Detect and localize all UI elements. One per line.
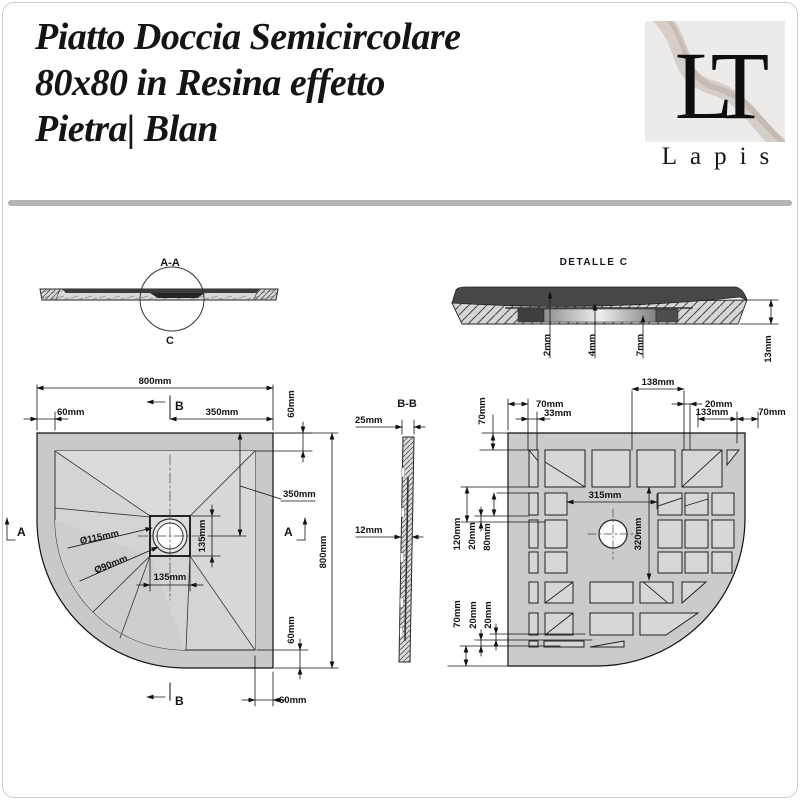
section-b-marker-top: B — [175, 399, 184, 413]
dim-133: 133mm — [696, 407, 729, 418]
dim-center-x: 350mm — [206, 407, 239, 418]
detail-drain-step — [655, 308, 679, 323]
dim-70-left: 70mm — [477, 397, 488, 424]
dim-rim-top-left: 60mm — [57, 407, 84, 418]
brand-name: Lapis — [661, 143, 783, 170]
rib-facet-lines — [528, 449, 723, 636]
floor-facet-top — [55, 451, 255, 516]
dim-center-y: 350mm — [283, 489, 316, 500]
dim-thickness-top: 25mm — [355, 415, 382, 426]
detail-c-circle — [139, 266, 205, 332]
aa-surface-band — [62, 289, 260, 293]
dim-drain-height: 135mm — [197, 520, 208, 553]
section-b-marker-bottom: B — [175, 694, 184, 708]
dim-70-top-left: 70mm — [536, 399, 563, 410]
ribbon-icon — [662, 11, 789, 148]
header-divider — [8, 200, 792, 206]
detail-drain-plate — [543, 308, 657, 323]
bottom-view: 138mm 70mm 33mm 20mm 133mm 70mm 70mm 120… — [447, 377, 786, 667]
detail-drain-step — [517, 308, 545, 323]
dim-80: 80mm — [482, 523, 493, 550]
dim-20-bottom-1: 20mm — [468, 601, 479, 628]
rib-pockets — [528, 449, 741, 648]
section-a-marker-left: A — [17, 525, 26, 539]
section-aa-label: A-A — [160, 257, 180, 269]
title-line-3: Pietra| Blan — [35, 108, 218, 150]
dim-4mm: 4mm — [587, 334, 598, 356]
dim-drain-width: 135mm — [154, 572, 187, 583]
bb-notches — [399, 467, 405, 638]
dim-120: 120mm — [452, 518, 463, 551]
detail-c-view: DETALLE C 2mm 4mm 7mm 13mm — [451, 257, 779, 363]
dim-20-bottom-2: 20mm — [483, 601, 494, 628]
dim-plan-height: 800mm — [318, 536, 329, 569]
dim-7mm: 7mm — [635, 334, 646, 356]
logo-graphic: LT — [651, 10, 789, 153]
dim-70-bottom-left: 70mm — [452, 600, 463, 627]
centerlines — [137, 454, 205, 601]
title-line-2: 80x80 in Resina effetto — [35, 62, 385, 104]
dim-315: 315mm — [589, 490, 622, 501]
page-title: Piatto Doccia Semicircolare 80x80 in Res… — [35, 14, 595, 152]
brand-logo: LT — [645, 10, 789, 153]
plan-dim-lines — [4, 384, 339, 707]
aa-drain-recess — [150, 293, 205, 298]
ribbon-icon — [651, 10, 786, 153]
dim-320: 320mm — [633, 518, 644, 551]
bottom-dim-lines — [447, 386, 759, 667]
bb-core-line — [404, 477, 409, 641]
bottom-drain-centerlines — [587, 508, 639, 560]
dim-70-far-right: 70mm — [758, 407, 785, 418]
dim-rim-bottom-vertical: 60mm — [286, 616, 297, 643]
dim-33: 33mm — [544, 408, 571, 419]
bb-dim-lines — [355, 419, 426, 540]
section-aa-view: A-A C — [39, 257, 279, 347]
title-line-1: Piatto Doccia Semicircolare — [35, 16, 461, 58]
bottom-outline — [507, 432, 746, 667]
dim-2mm: 2mm — [542, 334, 553, 356]
slope-creases — [54, 450, 256, 651]
plan-view: 800mm B 60mm 350mm 60mm 350mm A A Ø115mm… — [4, 376, 339, 708]
section-a-marker-right: A — [284, 525, 293, 539]
section-bb-label: B-B — [397, 398, 417, 410]
detail-c-title: DETALLE C — [560, 257, 629, 268]
aa-end-hatch — [253, 288, 279, 301]
dim-thickness-mid: 12mm — [355, 525, 382, 536]
dim-20-left: 20mm — [467, 522, 478, 549]
dim-13mm: 13mm — [763, 335, 774, 362]
dim-rim-top-right: 60mm — [286, 390, 297, 417]
dim-138: 138mm — [642, 377, 675, 388]
detail-c-ref-label: C — [166, 335, 174, 347]
aa-end-hatch — [39, 288, 61, 301]
dim-20-top-right: 20mm — [705, 399, 732, 410]
section-bb-view: B-B 25mm 12mm — [355, 398, 426, 663]
dim-plan-width: 800mm — [139, 376, 172, 387]
dim-rim-bottom-horizontal: 60mm — [279, 695, 306, 706]
